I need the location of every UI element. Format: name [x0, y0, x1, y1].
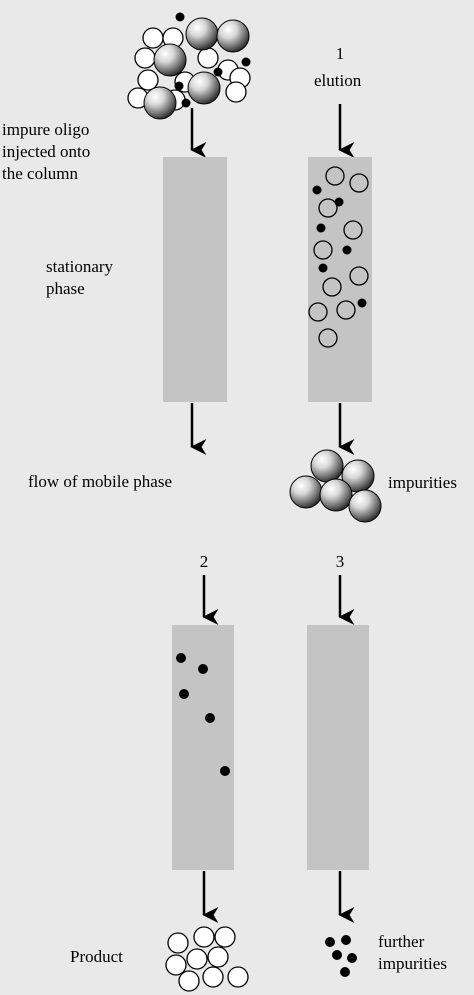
impure-line-3: the column: [2, 164, 79, 184]
impure-line-1: impure oligo: [2, 120, 90, 139]
stationary-line-2: phase: [46, 279, 85, 299]
flow-of-mobile-phase-label: flow of mobile phase: [28, 472, 172, 491]
impure-oligo-label: impure oligo injected onto the column: [2, 119, 90, 185]
stationary-line-1: stationary: [46, 257, 114, 276]
step-1-number: 1: [335, 44, 345, 63]
column-4: [307, 625, 369, 870]
impure-mixture-cluster: [127, 12, 251, 120]
column-2-particles: [308, 166, 369, 348]
product-label: Product: [70, 947, 123, 966]
further-impurities-label: further impurities: [378, 931, 447, 975]
further-impurities-dots: [325, 935, 357, 977]
further-line-1: further: [378, 932, 425, 951]
impurities-label: impurities: [388, 473, 457, 492]
step-3-number: 3: [335, 552, 345, 571]
impurities-cluster: [289, 449, 382, 523]
product-cluster: [165, 926, 249, 992]
step-2-number: 2: [199, 552, 209, 571]
elution-label: elution: [314, 71, 362, 90]
further-line-2: impurities: [378, 954, 447, 974]
column-3-particles: [176, 653, 230, 776]
stationary-phase-label: stationary phase: [46, 256, 113, 300]
impure-line-2: injected onto: [2, 142, 91, 162]
column-1: [163, 157, 227, 402]
